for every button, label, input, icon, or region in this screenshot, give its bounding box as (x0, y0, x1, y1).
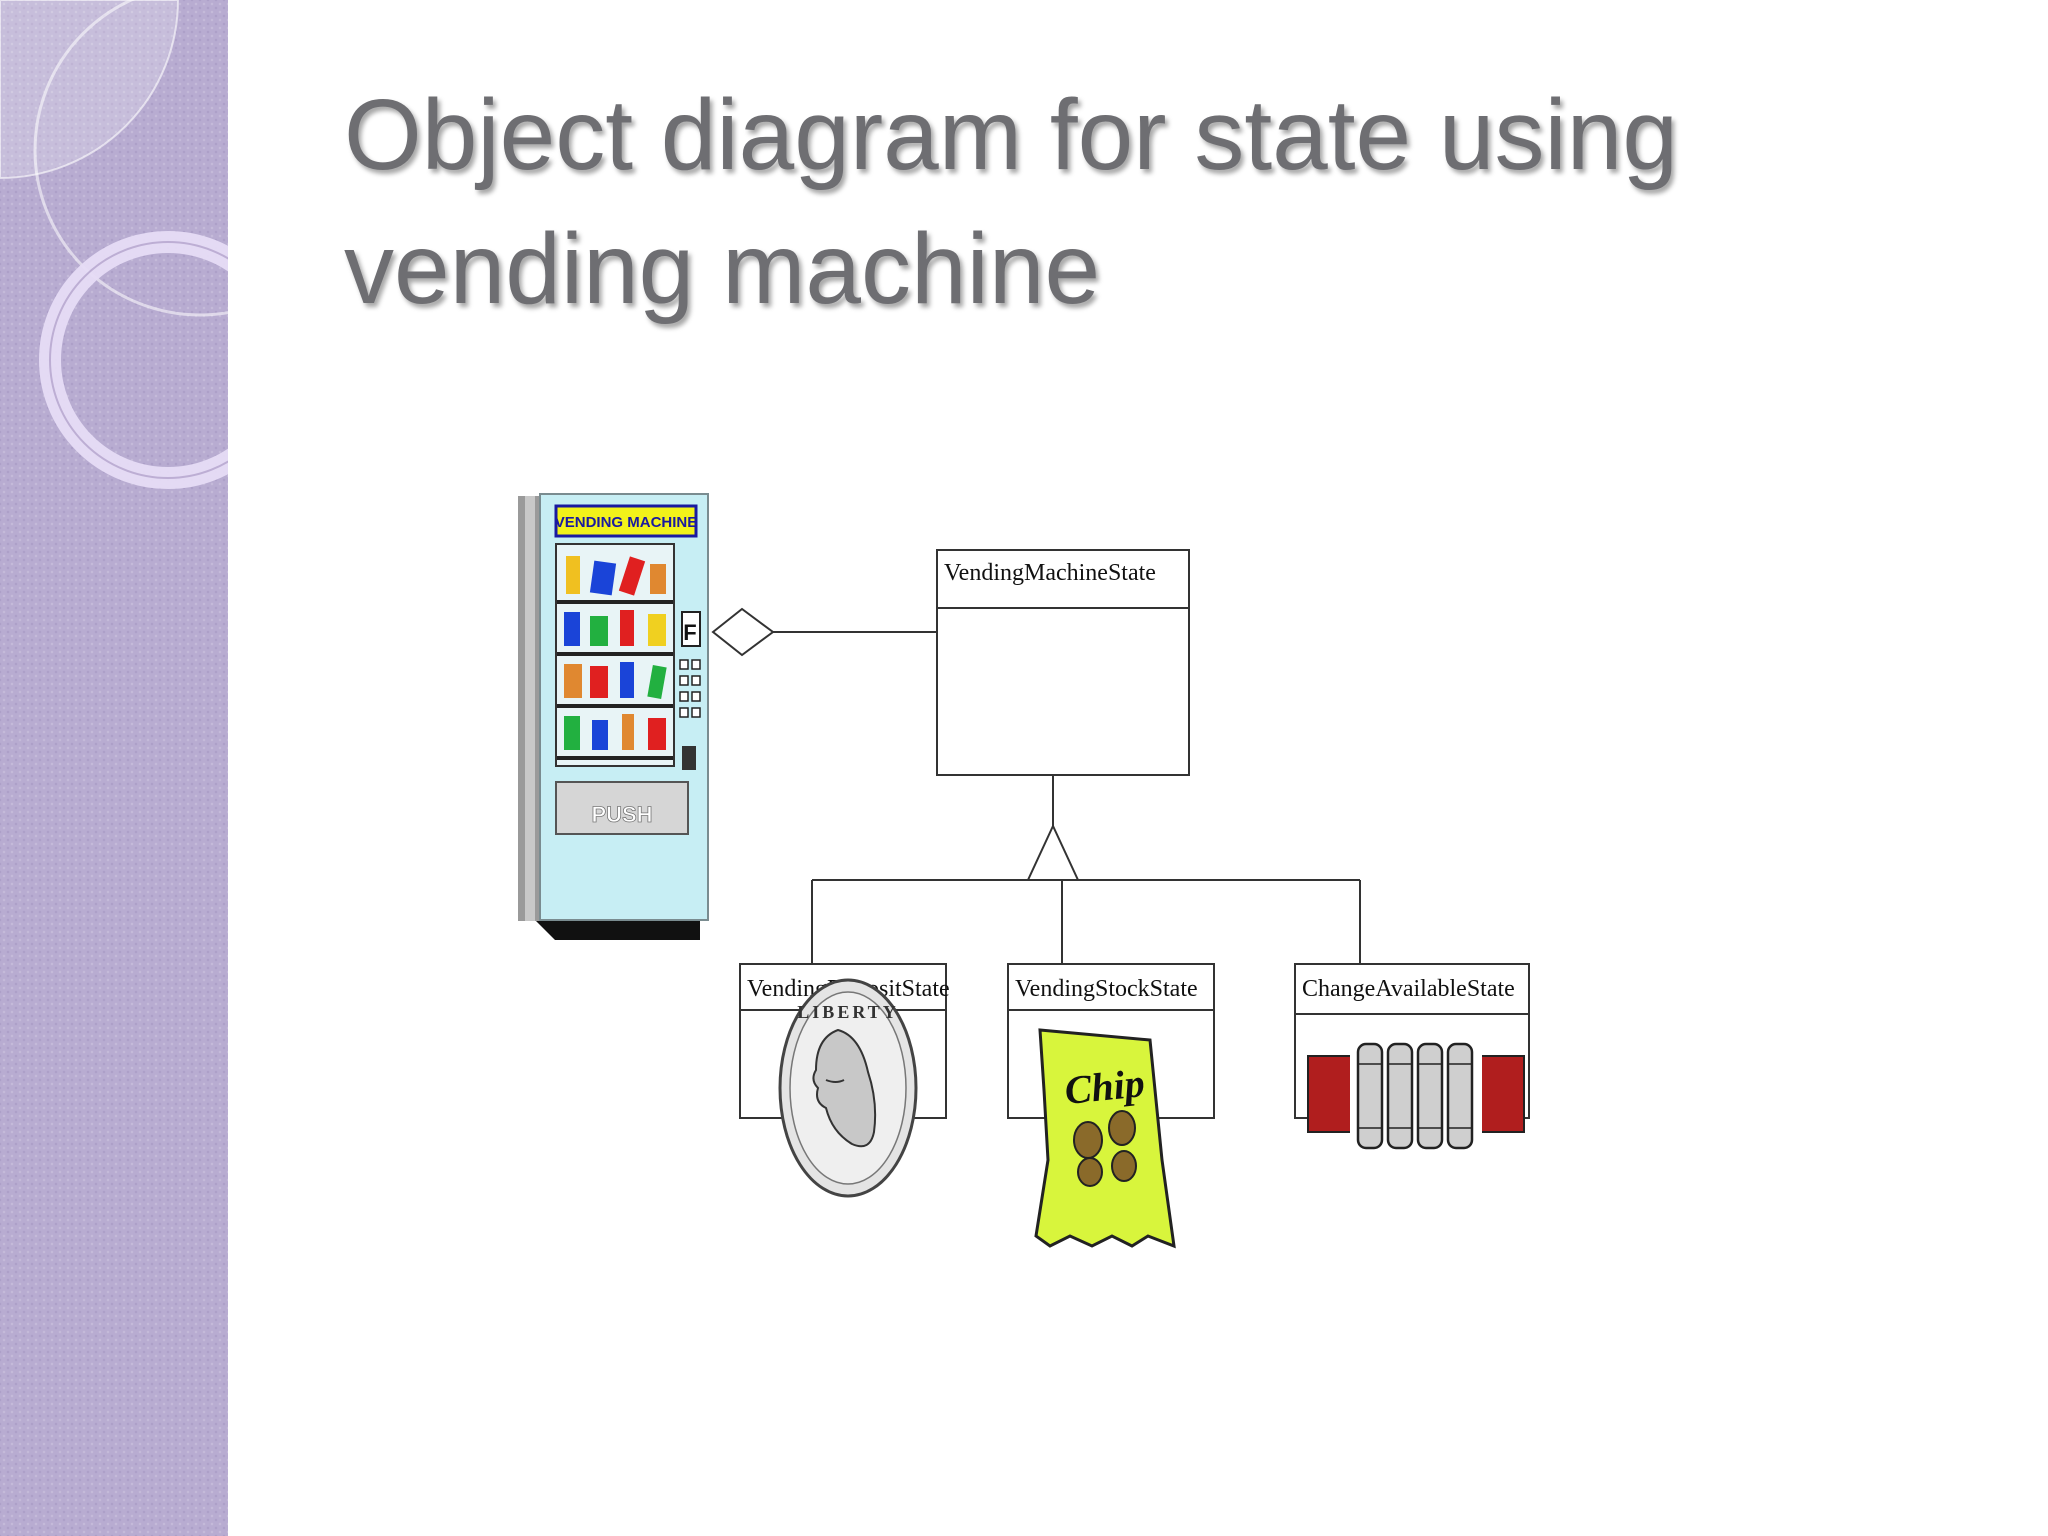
chip-bag-image: Chip (1034, 1028, 1176, 1249)
machine-push-text: PUSH (591, 802, 652, 827)
vending-machine-illustration: VENDING MACHINE F (518, 493, 709, 940)
class-name-stock: VendingStockState (1015, 976, 1198, 1002)
snack-items (564, 556, 667, 750)
machine-sign-text: VENDING MACHINE (555, 514, 698, 531)
title-line-1: Object diagram for state using (344, 79, 1678, 191)
decorative-side-strip (0, 0, 228, 1536)
coin-rolls-image (1307, 1042, 1525, 1150)
class-name-parent: VendingMachineState (944, 560, 1156, 586)
chip-label: Chip (1062, 1060, 1146, 1113)
class-box-vending-machine-state: VendingMachineState (936, 549, 1190, 776)
svg-text:F: F (683, 620, 696, 645)
inheritance-connector (811, 775, 1361, 964)
coin-text: LIBERTY (797, 1002, 898, 1022)
circle-ornament (0, 0, 228, 489)
title-line-2: vending machine (344, 213, 1101, 325)
aggregation-connector (711, 607, 937, 657)
quarter-coin-image: LIBERTY (778, 978, 918, 1198)
slide-title: Object diagram for state using vending m… (344, 68, 1984, 336)
class-name-change: ChangeAvailableState (1302, 976, 1515, 1002)
keypad: F (679, 611, 701, 770)
